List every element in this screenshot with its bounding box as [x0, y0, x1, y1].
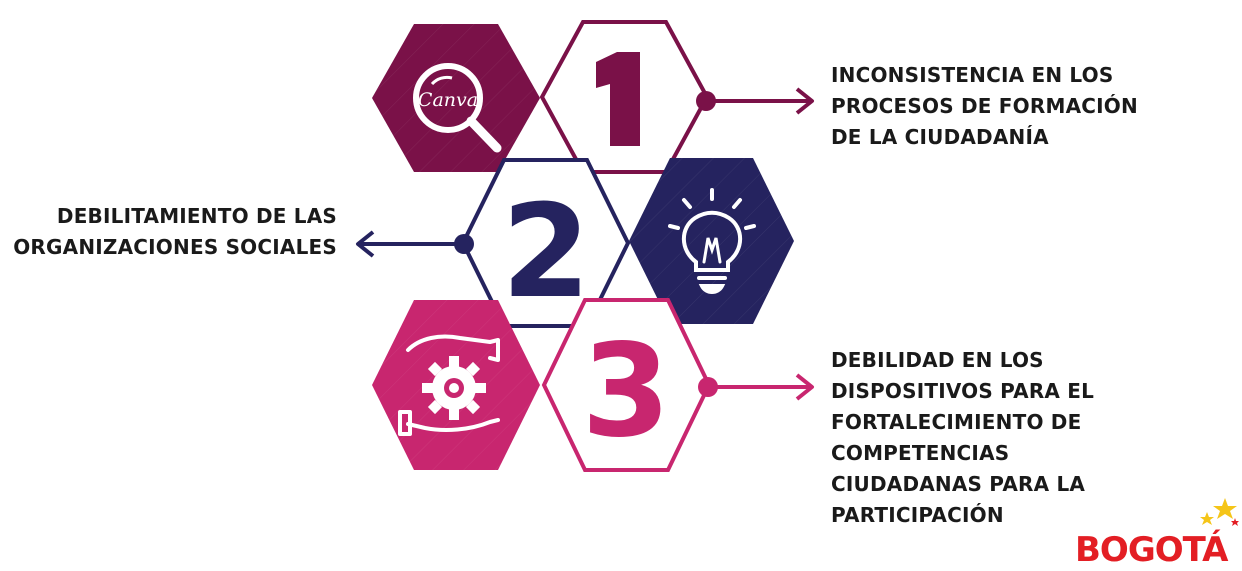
hexagon-gear [372, 300, 540, 470]
lightbulb-icon [668, 188, 756, 294]
connector-3 [698, 373, 814, 401]
label-item-3-line: COMPETENCIAS [831, 441, 1010, 465]
label-item-1: INCONSISTENCIA EN LOS PROCESOS DE FORMAC… [831, 60, 1138, 153]
hexagon-search: Canva [372, 24, 540, 172]
label-item-1-line: DE LA CIUDADANÍA [831, 125, 1049, 149]
bogota-logo: BOGOTÁ [1075, 498, 1240, 570]
logo-stars-icon [1200, 498, 1239, 526]
hexagon-number-3: 3 [541, 298, 814, 472]
magnifier-icon: Canva [413, 63, 502, 153]
number-1-glyph [596, 52, 640, 146]
label-item-2-line: DEBILITAMIENTO DE LAS [56, 204, 337, 228]
connector-2 [356, 230, 474, 258]
gear-hands-icon [398, 334, 500, 436]
label-item-3: DEBILIDAD EN LOS DISPOSITIVOS PARA EL FO… [831, 345, 1094, 531]
hexagon-number-1 [539, 20, 814, 174]
label-item-3-line: DISPOSITIVOS PARA EL [831, 379, 1095, 403]
canva-watermark: Canva [418, 89, 478, 111]
label-item-3-line: PARTICIPACIÓN [831, 503, 1004, 527]
label-item-2: DEBILITAMIENTO DE LAS ORGANIZACIONES SOC… [13, 201, 337, 263]
label-item-3-line: CIUDADANAS PARA LA [831, 472, 1086, 496]
connector-1 [696, 87, 814, 115]
label-item-2-line: ORGANIZACIONES SOCIALES [13, 235, 337, 259]
label-item-3-line: DEBILIDAD EN LOS [831, 348, 1044, 372]
logo-text: BOGOTÁ [1075, 530, 1228, 570]
label-item-1-line: PROCESOS DE FORMACIÓN [831, 94, 1138, 118]
number-2-glyph: 2 [501, 178, 590, 327]
label-item-1-line: INCONSISTENCIA EN LOS [831, 63, 1114, 87]
hexagon-lightbulb [629, 158, 794, 324]
number-3-glyph: 3 [581, 317, 670, 466]
label-item-3-line: FORTALECIMIENTO DE [831, 410, 1082, 434]
